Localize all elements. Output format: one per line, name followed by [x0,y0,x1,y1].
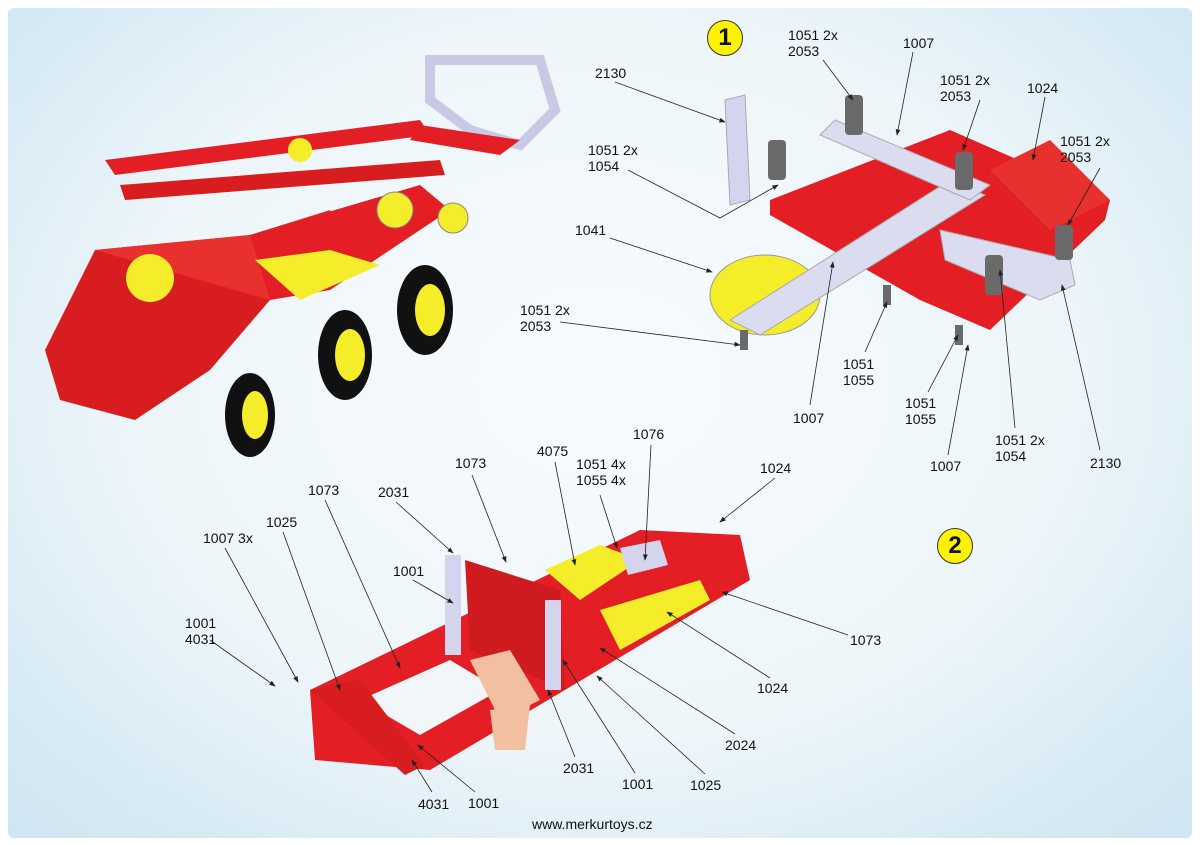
website-link[interactable]: www.merkurtoys.cz [532,816,653,832]
part-label: 2130 [595,65,627,81]
part-label: 2031 [378,484,410,500]
part-label: 1024 [760,460,792,476]
part-label: 1076 [633,426,665,442]
part-label: 1001 [622,776,654,792]
part-label: 1073 [308,482,340,498]
part-label: 1051 4x 1055 4x [576,456,626,488]
part-label: 1051 2x 2053 [940,72,990,104]
part-label: 1001 4031 [185,615,217,647]
part-label: 4075 [537,443,569,459]
step-1-badge: 1 [707,20,743,56]
part-label: 1007 3x [203,530,253,546]
part-label: 1051 2x 2053 [788,27,838,59]
part-label: 1001 [468,795,500,811]
part-label: 4031 [418,796,450,812]
part-label: 1001 [393,563,425,579]
leader-lines [209,51,1101,793]
part-label: 1051 1055 [843,356,875,388]
part-label: 1041 [575,222,607,238]
part-label: 1051 2x 2053 [520,302,570,334]
part-label: 1024 [757,680,789,696]
part-label: 1051 2x 1054 [995,432,1045,464]
part-label: 2024 [725,737,757,753]
part-label: 1073 [850,632,882,648]
part-label: 1051 2x 1054 [588,142,638,174]
part-label: 1073 [455,455,487,471]
part-label: 2031 [563,760,595,776]
part-label: 1051 2x 2053 [1060,133,1110,165]
part-label: 1025 [690,777,722,793]
step-2-badge: 2 [937,528,973,564]
part-label: 1007 [930,458,962,474]
step2-parts [310,530,750,775]
page-background [8,8,1192,838]
part-label: 1051 1055 [905,395,937,427]
part-label: 1024 [1027,80,1059,96]
part-label: 2130 [1090,455,1122,471]
part-label: 1007 [793,410,825,426]
finished-truck-model [45,55,561,457]
part-label: 1007 [903,35,935,51]
step1-parts [709,94,1110,350]
part-label: 1025 [266,514,298,530]
